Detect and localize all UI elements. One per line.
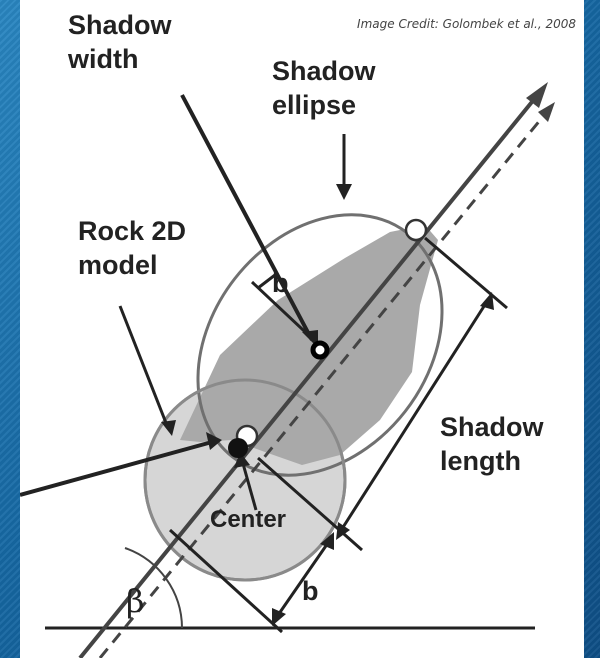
shadow-width-pointer [180,94,314,341]
diagram-panel: Image Credit: Golombek et al., 2008 Shad… [20,0,584,658]
shadow-length-label-line1: Shadow [440,412,544,442]
lower-b-label: b [302,576,319,606]
lower-b-arrow [274,539,332,619]
tip-circle [404,218,428,242]
dashed-arrow-head [538,102,555,122]
rock-model-label-line1: Rock 2D [78,216,187,246]
image-credit: Image Credit: Golombek et al., 2008 [357,17,576,31]
left-pointer [20,440,213,497]
rock-arrow-head [161,420,176,436]
rock-pointer [118,305,170,429]
lower-b-arrow-bottom [272,608,286,626]
sun-direction-line [78,90,542,658]
shadow-width-label-line2: width [68,44,139,74]
rock-center-dot [228,438,248,458]
length-start-line [257,456,363,552]
shadow-width-label-line1: Shadow [68,10,172,40]
lower-b-arrow-top [320,532,334,550]
beta-arc [124,547,183,629]
rock-2d-model [180,225,438,465]
shadow-ellipse-label: Shadow ellipse [272,54,376,122]
shadow-geometry-diagram [20,82,555,658]
length-arrow-bottom [336,522,350,540]
width-tick [257,273,276,290]
lower-b-line [168,528,284,634]
center-label: Center [210,506,287,533]
beta-label: β [126,582,145,620]
rock-model-label-line2: model [78,250,158,280]
length-end-line [424,236,508,310]
shadow-ellipse-label-line2: ellipse [272,90,357,120]
center-pointer [240,459,258,511]
center-arrow-head [234,452,250,468]
upper-b-label: b [272,268,289,298]
shadow-width-label: Shadow width [68,8,172,76]
shadow-length-label-line2: length [440,446,521,476]
shadow-length-arrow [338,299,490,533]
ellipse-arrow-head [336,184,352,200]
shadow-length-label: Shadow length [440,410,544,478]
shadow-ellipse-label-line1: Shadow [272,56,376,86]
rock-model-label: Rock 2D model [78,214,186,282]
sun-arrow-head [526,82,548,108]
ellipse-center-dot [310,340,330,360]
left-arrow-head [206,432,222,450]
length-arrow-top [480,292,494,310]
rock-circle-outline [143,378,347,582]
